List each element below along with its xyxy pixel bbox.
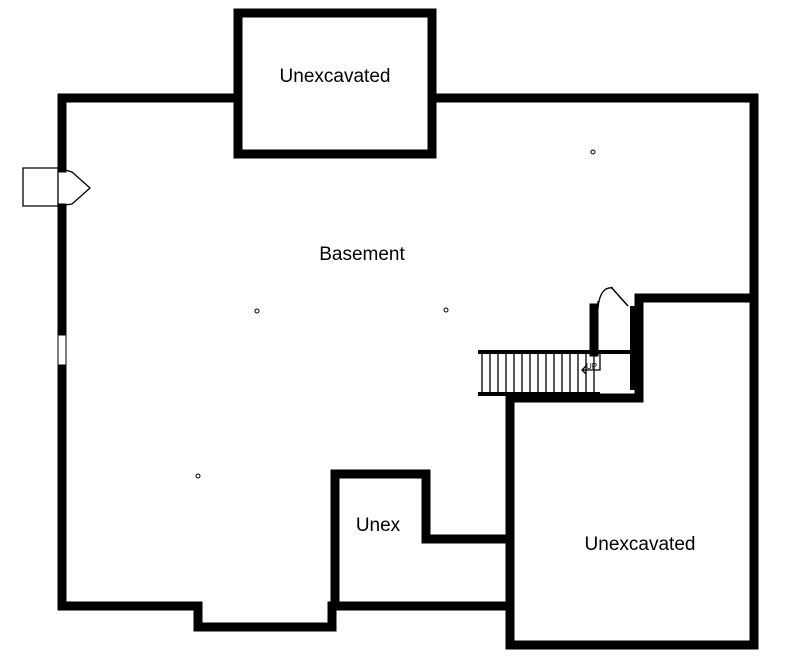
room-label-unex: Unex [356,515,401,536]
room-label-basement: Basement [319,244,405,265]
outer-wall [57,93,759,632]
unex-small-walls [330,469,515,607]
room-label-unexcavated-right: Unexcavated [585,534,696,555]
stair-landing-walls [505,303,644,403]
stair-up-label: UP [586,362,597,371]
column-dot [590,149,596,155]
support-columns [195,149,596,479]
left-bay-window [22,167,91,207]
column-dot [195,473,201,479]
left-window [57,334,67,366]
stair-up-arrow-icon [581,352,601,375]
door-swing-icon [597,286,629,309]
stairs: UP [478,350,633,396]
stair-treads [481,354,595,392]
unexcavated-top-walls [233,8,437,159]
column-dot [254,308,260,314]
room-label-unexcavated-top: Unexcavated [280,66,391,87]
column-dot [443,307,449,313]
